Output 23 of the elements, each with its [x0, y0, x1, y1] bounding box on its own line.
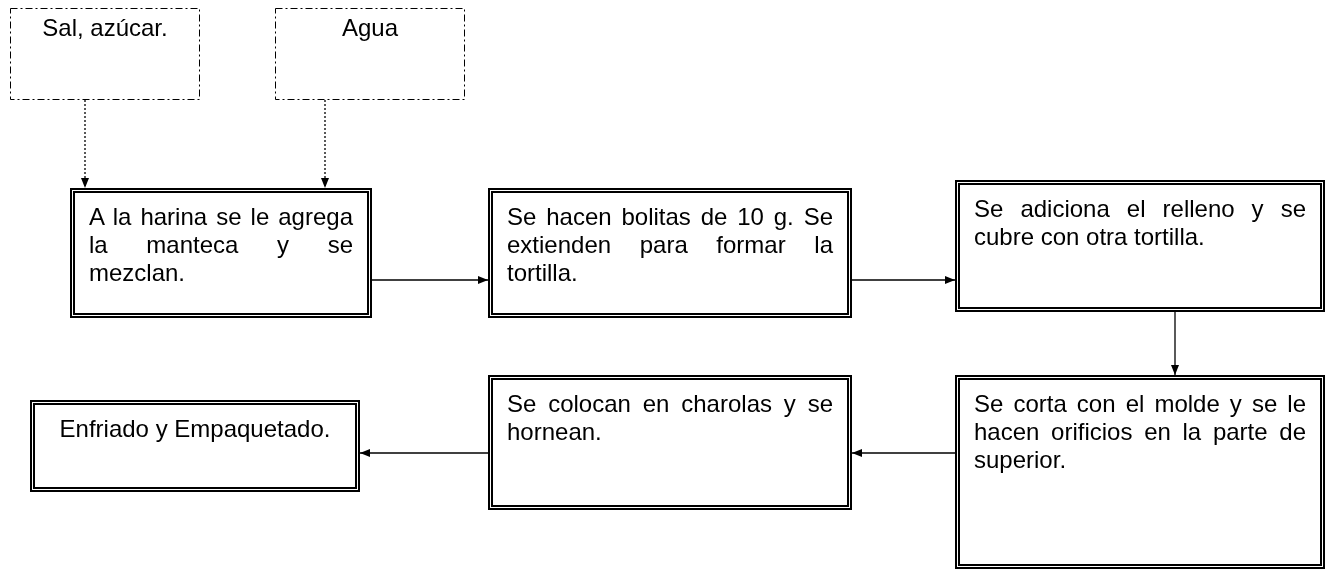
step-text: Agua: [340, 14, 400, 42]
process-box: [955, 180, 1325, 312]
process-box: [70, 188, 372, 318]
step-text: Sal, azúcar.: [41, 14, 169, 42]
process-box: [488, 375, 852, 510]
input-box: [10, 8, 200, 100]
step-text: Se colocan en charolas y se hornean.: [507, 390, 833, 446]
process-box: [30, 400, 360, 492]
step-text: Se corta con el molde y se le hacen orificios en la parte de superior.: [974, 390, 1306, 474]
arrow: [851, 449, 956, 457]
arrow: [1171, 311, 1179, 376]
step-text: A la harina se le agrega la manteca y se mezclan.: [89, 203, 353, 287]
step-text: Enfriado y Empaquetado.: [58, 415, 332, 443]
process-box: [488, 188, 852, 318]
arrow: [371, 276, 489, 284]
step-text: Se adiciona el relleno y se cubre con otra tortilla.: [974, 195, 1306, 251]
arrow: [359, 449, 489, 457]
arrow: [81, 99, 89, 189]
arrow: [851, 276, 956, 284]
process-box: [955, 375, 1325, 569]
input-box: [275, 8, 465, 100]
arrow: [321, 99, 329, 189]
step-text: Se hacen bolitas de 10 g. Se extienden para formar la tortilla.: [507, 203, 833, 287]
